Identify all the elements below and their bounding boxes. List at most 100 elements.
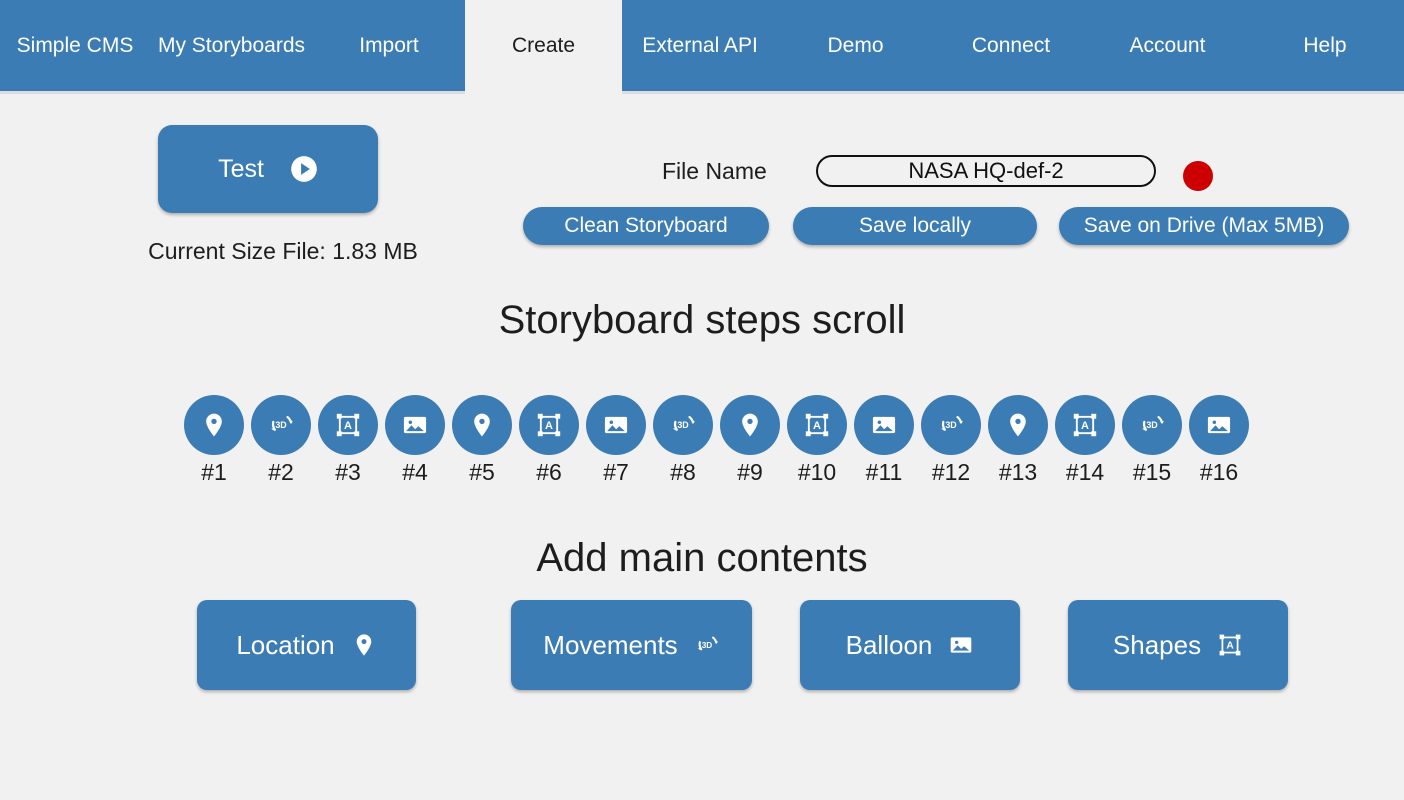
image-icon[interactable] [854, 395, 914, 455]
storyboard-step-label: #12 [931, 459, 971, 485]
play-circle-icon [290, 155, 318, 183]
storyboard-step[interactable]: A #6 [519, 395, 579, 485]
clean-storyboard-label: Clean Storyboard [564, 214, 728, 237]
save-on-drive-button[interactable]: Save on Drive (Max 5MB) [1059, 207, 1349, 245]
storyboard-step[interactable]: 3D#8 [653, 395, 713, 485]
rotate-3d-icon: 3D [694, 632, 720, 658]
shapes-icon: A [1217, 632, 1243, 658]
storyboard-step[interactable]: A #10 [787, 395, 847, 485]
save-locally-button[interactable]: Save locally [793, 207, 1037, 245]
storyboard-step-label: #9 [737, 459, 763, 485]
rotate-3d-icon[interactable]: 3D [653, 395, 713, 455]
nav-tab-create[interactable]: Create [465, 0, 622, 91]
storyboard-step-label: #8 [670, 459, 696, 485]
nav-underline [0, 91, 1404, 94]
shapes-icon[interactable]: A [318, 395, 378, 455]
storyboard-step[interactable]: #11 [854, 395, 914, 485]
storyboard-step[interactable]: A#3 [318, 395, 378, 485]
image-icon[interactable] [586, 395, 646, 455]
nav-tab-label: Demo [827, 34, 884, 57]
storyboard-step[interactable]: #5 [452, 395, 512, 485]
nav-tab-my-storyboards[interactable]: My Storyboards [150, 0, 313, 91]
storyboard-step-label: #16 [1199, 459, 1239, 485]
add-movements-button[interactable]: Movements 3D [511, 600, 752, 690]
rotate-3d-icon[interactable]: 3D [251, 395, 311, 455]
rotate-3d-icon[interactable]: 3D [1122, 395, 1182, 455]
shapes-icon[interactable]: A [1055, 395, 1115, 455]
clean-storyboard-button[interactable]: Clean Storyboard [523, 207, 769, 245]
image-icon[interactable] [385, 395, 445, 455]
nav-tab-simple-cms[interactable]: Simple CMS [0, 0, 150, 91]
nav-tab-account[interactable]: Account [1089, 0, 1246, 91]
nav-tab-label: Simple CMS [16, 34, 134, 57]
storyboard-step[interactable]: #9 [720, 395, 780, 485]
location-pin-icon[interactable] [184, 395, 244, 455]
nav-underline-active-gap [465, 91, 622, 94]
save-actions-row: Clean Storyboard Save locally Save on Dr… [0, 207, 1404, 247]
storyboard-step[interactable]: #13 [988, 395, 1048, 485]
storyboard-step[interactable]: #4 [385, 395, 445, 485]
nav-tab-label: Connect [971, 34, 1051, 57]
storyboard-step-label: #14 [1065, 459, 1105, 485]
storyboard-step[interactable]: A #14 [1055, 395, 1115, 485]
location-pin-icon[interactable] [988, 395, 1048, 455]
storyboard-step-label: #4 [402, 459, 428, 485]
shapes-icon[interactable]: A [519, 395, 579, 455]
nav-tab-demo[interactable]: Demo [778, 0, 933, 91]
shapes-icon[interactable]: A [787, 395, 847, 455]
storyboard-step-label: #7 [603, 459, 629, 485]
top-navigation-bar: Simple CMS My Storyboards Import Create Exte… [0, 0, 1404, 91]
nav-tab-help[interactable]: Help [1246, 0, 1404, 91]
rotate-3d-icon[interactable]: 3D [921, 395, 981, 455]
storyboard-step-label: #2 [268, 459, 294, 485]
save-locally-label: Save locally [858, 214, 972, 237]
test-button[interactable]: Test [158, 125, 378, 213]
svg-text:A: A [1081, 420, 1089, 432]
svg-text:3D: 3D [1146, 420, 1158, 430]
add-main-contents-row: Location Movements 3D Balloon Shapes A [0, 600, 1404, 692]
add-location-button[interactable]: Location [197, 600, 416, 690]
nav-tab-label: Import [359, 34, 419, 57]
nav-tab-label: My Storyboards [157, 34, 306, 57]
file-name-input[interactable] [816, 155, 1156, 187]
storyboard-steps-heading: Storyboard steps scroll [498, 298, 906, 342]
nav-tab-label: External API [642, 34, 758, 57]
location-pin-icon [351, 632, 377, 658]
storyboard-step[interactable]: #1 [184, 395, 244, 485]
nav-tab-label: Help [1303, 34, 1347, 57]
svg-text:3D: 3D [701, 641, 712, 650]
storyboard-step[interactable]: #7 [586, 395, 646, 485]
add-balloon-button-label: Balloon [845, 629, 933, 660]
add-shapes-button[interactable]: Shapes A [1068, 600, 1288, 690]
file-name-label: File Name [662, 158, 767, 184]
nav-tab-import[interactable]: Import [313, 0, 465, 91]
storyboard-step-label: #13 [998, 459, 1038, 485]
svg-text:A: A [1226, 641, 1234, 652]
add-shapes-button-label: Shapes [1112, 629, 1202, 660]
add-balloon-button[interactable]: Balloon [800, 600, 1020, 690]
location-pin-icon[interactable] [452, 395, 512, 455]
storyboard-step-label: #6 [536, 459, 562, 485]
add-main-contents-heading: Add main contents [536, 536, 868, 580]
svg-text:A: A [813, 420, 821, 432]
storyboard-step[interactable]: 3D #15 [1122, 395, 1182, 485]
storyboard-step[interactable]: 3D#12 [921, 395, 981, 485]
test-button-label: Test [218, 154, 264, 183]
add-movements-button-label: Movements [543, 629, 678, 660]
svg-text:A: A [545, 420, 553, 432]
nav-tab-connect[interactable]: Connect [933, 0, 1089, 91]
storyboard-step-label: #5 [469, 459, 495, 485]
image-icon[interactable] [1189, 395, 1249, 455]
current-size-file-text: Current Size File: 1.83 MB [148, 238, 418, 264]
storyboard-step-label: #15 [1132, 459, 1172, 485]
storyboard-step-label: #11 [865, 459, 903, 485]
location-pin-icon[interactable] [720, 395, 780, 455]
storyboard-step[interactable]: 3D#2 [251, 395, 311, 485]
nav-tab-label: Create [511, 34, 576, 57]
save-on-drive-label: Save on Drive (Max 5MB) [1083, 214, 1325, 237]
record-dot-icon[interactable] [1183, 161, 1213, 191]
storyboard-step[interactable]: #16 [1189, 395, 1249, 485]
storyboard-step-label: #10 [797, 459, 837, 485]
nav-tab-external-api[interactable]: External API [622, 0, 778, 91]
